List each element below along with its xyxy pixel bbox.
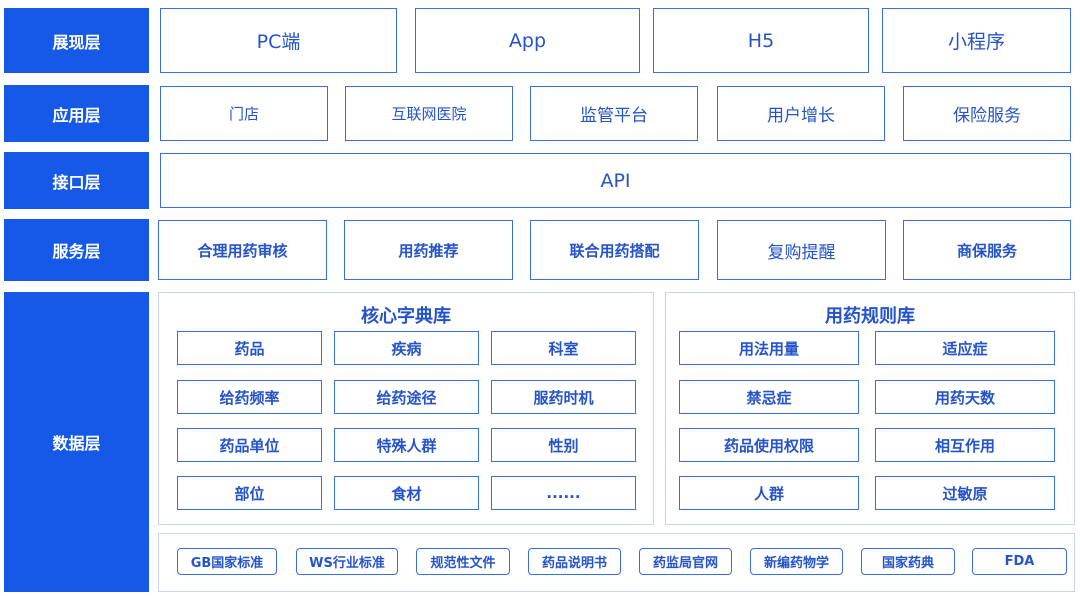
core-dict-title: 核心字典库 xyxy=(361,306,451,327)
presentation-miniprogram: 小程序 xyxy=(882,8,1071,73)
source-item: 药品说明书 xyxy=(528,548,621,575)
service-medication-review: 合理用药审核 xyxy=(158,220,327,280)
presentation-app: App xyxy=(415,8,640,73)
layer-label-application: 应用层 xyxy=(4,85,149,142)
core-dict-item: 性别 xyxy=(491,428,636,462)
source-item: 新编药物学 xyxy=(750,548,843,575)
service-combination: 联合用药搭配 xyxy=(530,220,699,280)
source-item: FDA xyxy=(972,548,1067,575)
core-dict-item: 服药时机 xyxy=(491,380,636,414)
core-dict-item: 科室 xyxy=(491,331,636,365)
rules-item: 药品使用权限 xyxy=(679,428,859,462)
application-store: 门店 xyxy=(160,86,328,141)
core-dict-item: 疾病 xyxy=(334,331,479,365)
presentation-h5: H5 xyxy=(653,8,869,73)
application-supervision: 监管平台 xyxy=(530,86,698,141)
source-item: GB国家标准 xyxy=(177,548,277,575)
core-dict-item: 特殊人群 xyxy=(334,428,479,462)
source-item: 药监局官网 xyxy=(639,548,732,575)
core-dict-item: 给药频率 xyxy=(177,380,322,414)
rules-item: 用药天数 xyxy=(875,380,1055,414)
rules-title: 用药规则库 xyxy=(825,306,915,327)
core-dict-item: 药品 xyxy=(177,331,322,365)
core-dict-item: 药品单位 xyxy=(177,428,322,462)
service-repurchase-reminder: 复购提醒 xyxy=(717,220,886,280)
application-internet-hospital: 互联网医院 xyxy=(345,86,513,141)
core-dict-item: ...... xyxy=(491,476,636,510)
rules-item: 过敏原 xyxy=(875,476,1055,510)
rules-item: 适应症 xyxy=(875,331,1055,365)
service-medication-recommend: 用药推荐 xyxy=(344,220,513,280)
application-insurance: 保险服务 xyxy=(903,86,1071,141)
rules-item: 相互作用 xyxy=(875,428,1055,462)
rules-item: 人群 xyxy=(679,476,859,510)
service-commercial-insurance: 商保服务 xyxy=(903,220,1071,280)
layer-label-data: 数据层 xyxy=(4,292,149,592)
core-dict-item: 部位 xyxy=(177,476,322,510)
layer-label-presentation: 展现层 xyxy=(4,8,149,73)
source-item: 规范性文件 xyxy=(416,548,510,575)
source-item: 国家药典 xyxy=(861,548,955,575)
layer-label-service: 服务层 xyxy=(4,219,149,281)
core-dict-item: 给药途径 xyxy=(334,380,479,414)
rules-item: 禁忌症 xyxy=(679,380,859,414)
layer-label-interface: 接口层 xyxy=(4,152,149,209)
application-user-growth: 用户增长 xyxy=(717,86,885,141)
interface-api: API xyxy=(160,153,1071,208)
core-dict-item: 食材 xyxy=(334,476,479,510)
source-item: WS行业标准 xyxy=(296,548,398,575)
presentation-pc: PC端 xyxy=(160,8,397,73)
rules-item: 用法用量 xyxy=(679,331,859,365)
